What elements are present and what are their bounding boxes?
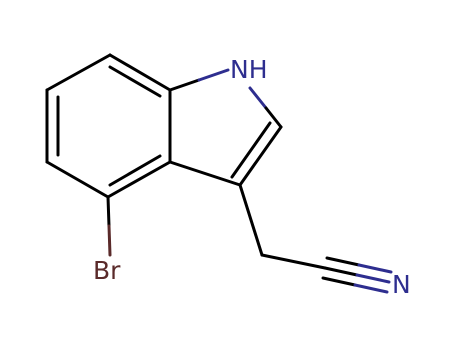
atom-label-nh: NH (230, 55, 268, 84)
atom-labels: NH Br N (93, 55, 411, 299)
triple-bond-2-blue (357, 263, 393, 274)
aromatic-line-top (108, 65, 162, 98)
bond-c2-c3 (238, 125, 283, 187)
bond-c4-br-dark (106, 195, 111, 228)
bond-c3-ch2 (238, 183, 264, 257)
bond-c5-c4 (45, 160, 110, 199)
triple-bond-1-blue (355, 273, 391, 284)
bonds (45, 53, 393, 294)
triple-bond-3-dark (321, 276, 357, 287)
atom-label-n: N (392, 270, 411, 299)
triple-bond-2-dark (325, 256, 361, 267)
triple-bond-3-blue (353, 283, 389, 294)
triple-bond-1-dark (323, 266, 359, 277)
bond-c7a-n1-blue (197, 68, 230, 82)
bond-ch2-cn (260, 253, 327, 270)
atom-label-br: Br (93, 256, 121, 285)
bond-c7-c6 (45, 53, 112, 92)
bond-n1-c2-dark (264, 106, 283, 129)
bond-c2-c3-double (230, 121, 272, 179)
bond-c7a-c7 (108, 53, 172, 92)
aromatic-line-bottom (108, 154, 162, 187)
bond-c3-c3a (168, 160, 242, 187)
bond-n1-c2-blue (248, 86, 268, 110)
bond-c7a-n1-dark (168, 78, 201, 92)
bond-c4-c3a (106, 160, 172, 199)
bond-c4-br-colored (107, 224, 112, 257)
